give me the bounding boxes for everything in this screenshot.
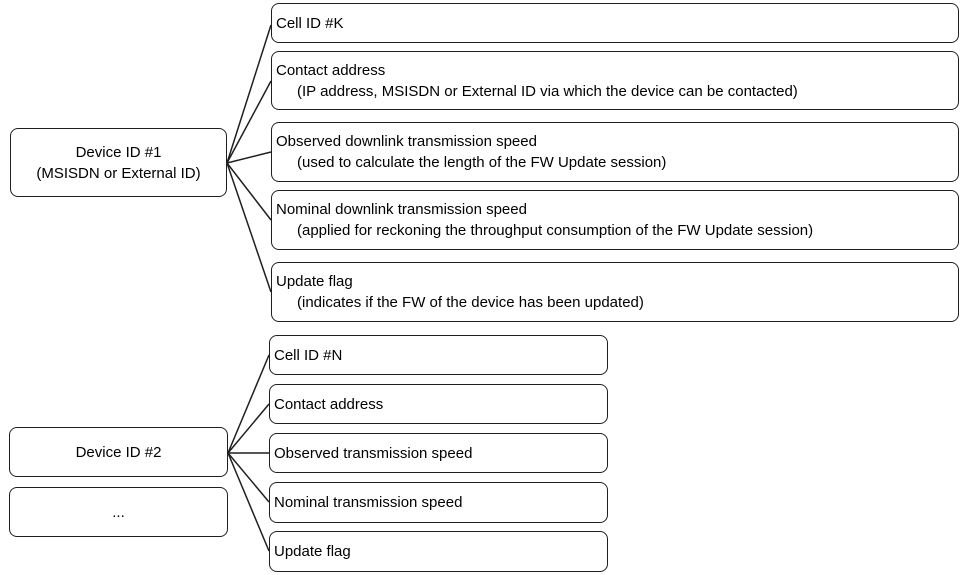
attribute-title: Nominal downlink transmission speed	[276, 201, 527, 218]
attribute-title: Contact address	[276, 61, 386, 79]
attribute-title: Update flag	[276, 273, 353, 290]
attribute-detail: (IP address, MSISDN or External ID via w…	[297, 82, 798, 100]
attribute-title: Observed downlink transmission speed	[276, 133, 537, 150]
attribute-box-observed-speed-2: Observed transmission speed	[269, 433, 608, 473]
connector-device2-contact	[227, 403, 270, 454]
connector-device1-observed	[226, 151, 272, 164]
device-2-label: Device ID #2	[75, 443, 162, 461]
connector-device1-cellid	[226, 24, 272, 164]
attribute-box-contact-address: Contact address (IP address, MSISDN or E…	[271, 51, 959, 110]
attribute-box-nominal-downlink-speed: Nominal downlink transmission speed (app…	[271, 190, 959, 250]
ellipsis-label: ...	[112, 503, 125, 521]
attribute-box-observed-downlink-speed: Observed downlink transmission speed (us…	[271, 122, 959, 182]
connector-device1-nominal	[226, 162, 272, 221]
node-device-ellipsis: ...	[9, 487, 228, 537]
device-1-label-line1: Device ID #1	[75, 143, 162, 161]
attribute-box-update-flag-2: Update flag	[269, 531, 608, 572]
connector-device1-update	[226, 162, 272, 293]
attribute-title: Contact address	[274, 395, 384, 413]
attribute-box-nominal-speed-2: Nominal transmission speed	[269, 482, 608, 523]
attribute-detail: (used to calculate the length of the FW …	[297, 154, 667, 171]
attribute-title: Update flag	[274, 543, 351, 560]
device-1-label-line2: (MSISDN or External ID)	[36, 164, 201, 182]
connector-device1-contact	[226, 80, 272, 164]
attribute-title: Observed transmission speed	[274, 444, 473, 462]
attribute-box-cell-id-k: Cell ID #K	[271, 3, 959, 43]
attribute-detail: (indicates if the FW of the device has b…	[297, 294, 644, 311]
connector-device2-nominal	[227, 452, 270, 503]
attribute-box-update-flag-1: Update flag (indicates if the FW of the …	[271, 262, 959, 322]
attribute-title: Cell ID #K	[276, 14, 344, 32]
attribute-box-contact-address-2: Contact address	[269, 384, 608, 424]
connector-device2-cellid	[227, 354, 270, 454]
attribute-title: Nominal transmission speed	[274, 494, 463, 511]
connector-device2-update	[227, 452, 270, 552]
attribute-detail: (applied for reckoning the throughput co…	[297, 222, 814, 239]
node-device-1: Device ID #1 (MSISDN or External ID)	[10, 128, 227, 197]
attribute-box-cell-id-n: Cell ID #N	[269, 335, 608, 375]
node-device-2: Device ID #2	[9, 427, 228, 477]
attribute-title: Cell ID #N	[274, 346, 343, 364]
